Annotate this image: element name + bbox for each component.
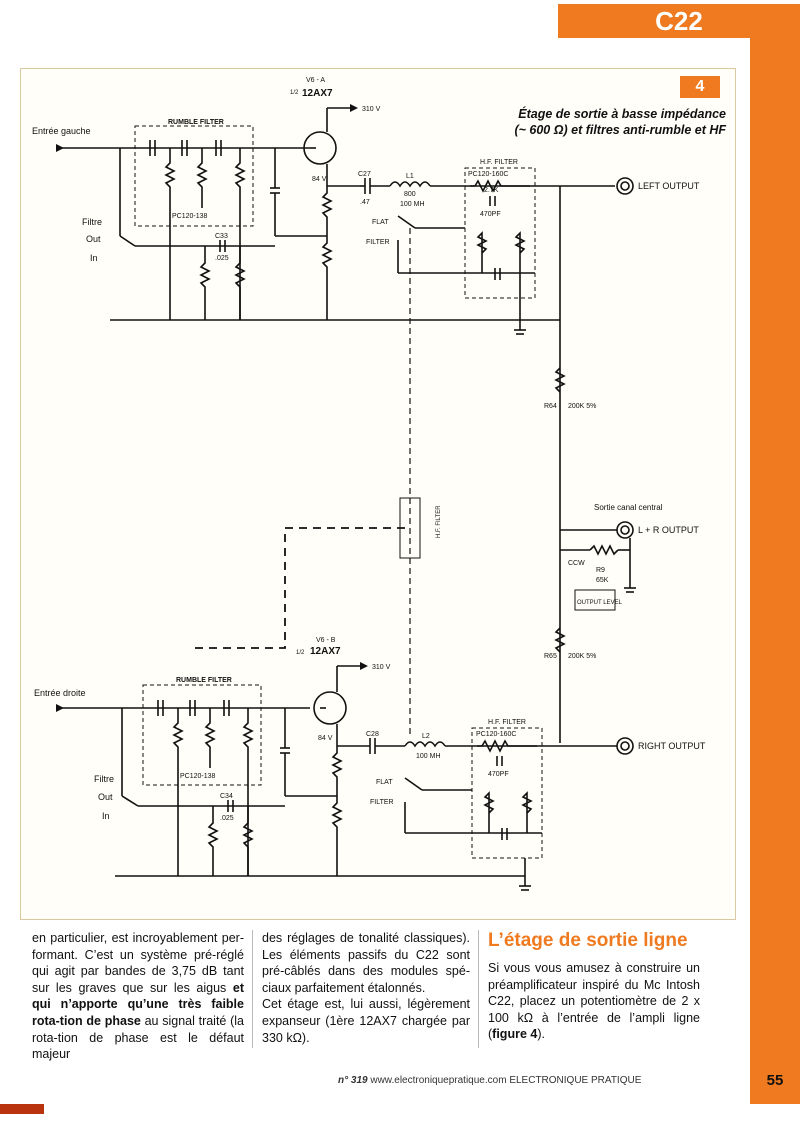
label-half-b: 1/2 (296, 650, 305, 656)
label-hf-filter-b: H.F. FILTER (488, 719, 526, 726)
label-r65: R65 (544, 653, 557, 660)
label-filter-b: FILTER (370, 799, 394, 806)
label-pc120-160c-a: PC120-160C (468, 171, 508, 178)
figure-caption-line2: (~ 600 Ω) et filtres anti-rumble et HF (514, 123, 726, 137)
label-left-output: LEFT OUTPUT (638, 181, 700, 191)
figure-frame (20, 68, 736, 920)
label-c28: C28 (366, 731, 379, 738)
label-in-top: In (90, 253, 98, 263)
issue-number: n° 319 (338, 1075, 368, 1086)
label-l2: L2 (422, 733, 430, 740)
label-hf-filter-a: H.F. FILTER (480, 159, 518, 166)
label-27k-a: 2.7K (484, 187, 499, 194)
label-pc120-138-top: PC120-138 (172, 213, 208, 220)
col2-p2: Cet étage est, lui aussi, légèrement exp… (262, 997, 470, 1045)
label-r64: R64 (544, 403, 557, 410)
text-column-2: des réglages de tonalité classiques). Le… (262, 930, 470, 1046)
col3-text-end: ). (537, 1027, 545, 1042)
label-rumble-top: RUMBLE FILTER (168, 119, 224, 126)
col2-p1: des réglages de tonalité classiques). Le… (262, 931, 470, 995)
column-separator-2 (478, 930, 479, 1048)
label-r9: R9 (596, 567, 605, 574)
header-label: C22 (655, 6, 703, 36)
column-separator-1 (252, 930, 253, 1048)
figure-caption-line1: Étage de sortie à basse impédance (518, 107, 726, 121)
schematic: Entrée gauche Filtre Out In RUMBLE FILTE… (32, 77, 706, 891)
label-pc120-138-bottom: PC120-138 (180, 773, 216, 780)
label-l1-ohm: 800 (404, 191, 416, 198)
label-entree-gauche: Entrée gauche (32, 126, 91, 136)
label-l1: L1 (406, 173, 414, 180)
label-l1-val: 100 MH (400, 201, 425, 208)
label-12ax7-b: 12AX7 (310, 646, 341, 657)
footer-line: n° 319 www.electroniquepratique.com ELEC… (338, 1075, 641, 1086)
label-c33: C33 (215, 233, 228, 240)
col1-text: en particulier, est incroyablement per-f… (32, 931, 244, 995)
label-r9-val: 65K (596, 577, 609, 584)
label-sortie-canal: Sortie canal central (594, 503, 663, 512)
label-r65-val: 200K 5% (568, 653, 596, 660)
label-half-a: 1/2 (290, 90, 299, 96)
label-flat-a: FLAT (372, 219, 389, 226)
col3-text: Si vous vous amusez à construire un préa… (488, 961, 700, 1042)
label-filtre-bottom: Filtre (94, 774, 114, 784)
label-84v-a: 84 V (312, 176, 327, 183)
col3-bold: figure 4 (492, 1027, 538, 1042)
label-out-top: Out (86, 234, 101, 244)
label-rumble-bottom: RUMBLE FILTER (176, 677, 232, 684)
label-tube-b: V6 - B (316, 637, 336, 644)
right-edge-bar (750, 4, 800, 1104)
label-c025-b: .025 (220, 815, 234, 822)
label-310v-b: 310 V (372, 664, 391, 671)
label-470pf-b: 470PF (488, 771, 509, 778)
label-filter-a: FILTER (366, 239, 390, 246)
label-output-level: OUTPUT LEVEL (577, 600, 623, 606)
label-c025-a: .025 (215, 255, 229, 262)
label-pc120-160c-b: PC120-160C (476, 731, 516, 738)
col1-text-end: au signal traité (la rota-tion de phase … (32, 1013, 245, 1062)
label-ccw: CCW (568, 560, 585, 567)
section-title: L’étage de sortie ligne (488, 930, 688, 951)
label-470pf-a: 470PF (480, 211, 501, 218)
label-c27: C27 (358, 171, 371, 178)
label-c34: C34 (220, 793, 233, 800)
text-column-3: L’étage de sortie ligne Si vous vous amu… (488, 930, 700, 1043)
label-r64-val: 200K 5% (568, 403, 596, 410)
label-lr-output: L + R OUTPUT (638, 525, 699, 535)
label-right-output: RIGHT OUTPUT (638, 741, 706, 751)
label-link-hf: H.F. FILTER (436, 505, 442, 538)
label-84v-b: 84 V (318, 735, 333, 742)
text-column-1: en particulier, est incroyablement per-f… (32, 930, 244, 1063)
figure-number: 4 (680, 76, 720, 98)
label-flat-b: FLAT (376, 779, 393, 786)
figure-caption: Étage de sortie à basse impédance (~ 600… (470, 106, 726, 138)
label-in-bottom: In (102, 811, 110, 821)
label-l2-val: 100 MH (416, 753, 441, 760)
label-out-bottom: Out (98, 792, 113, 802)
label-tube-a: V6 - A (306, 77, 325, 84)
bottom-strip (0, 1104, 44, 1114)
footer-site[interactable]: www.electroniquepratique.com ELECTRONIQU… (370, 1075, 642, 1086)
label-entree-droite: Entrée droite (34, 688, 86, 698)
page-number: 55 (752, 1068, 798, 1094)
col1-bold: et qui n’apporte qu’une très faible rota… (32, 980, 244, 1028)
label-c47-a: .47 (360, 199, 370, 206)
label-filtre-top: Filtre (82, 217, 102, 227)
label-12ax7-a: 12AX7 (302, 88, 333, 99)
label-310v-a: 310 V (362, 106, 381, 113)
